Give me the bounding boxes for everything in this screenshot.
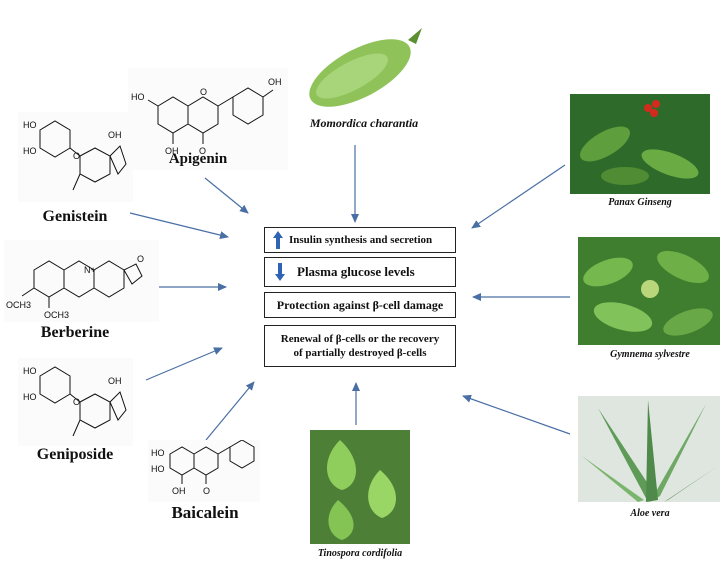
effect-renewal-box: Renewal of β-cells or the recovery of pa… <box>264 325 456 367</box>
panax-photo <box>570 94 710 194</box>
geniposide-oh: OH <box>108 376 122 386</box>
effect-renewal-line1: Renewal of β-cells or the recovery <box>280 333 440 345</box>
effect-protection-text: Protection against β-cell damage <box>276 297 444 312</box>
berberine-label: Berberine <box>40 324 110 341</box>
tinospora-photo <box>310 430 410 544</box>
apigenin-o2: O <box>199 146 206 156</box>
effect-insulin-text: Insulin synthesis and secretion <box>289 234 433 246</box>
effect-protection-box: Protection against β-cell damage <box>264 292 456 318</box>
berberine-structure: N+ O OCH3 OCH3 <box>4 240 159 322</box>
berberine-och3: OCH3 <box>6 300 31 310</box>
genistein-structure: HO HO OH O <box>18 112 133 202</box>
apigenin-ho: HO <box>131 92 145 102</box>
genistein-label: Genistein <box>42 208 108 225</box>
arrow-up-icon <box>273 231 283 249</box>
geniposide-structure: HO HO OH O <box>18 358 133 446</box>
effect-insulin-box: Insulin synthesis and secretion <box>264 227 456 253</box>
effect-glucose-box: Plasma glucose levels <box>264 257 456 287</box>
genistein-oh: OH <box>108 130 122 140</box>
momordica-photo <box>309 28 422 107</box>
baicalein-oh: OH <box>172 486 186 496</box>
genistein-ho2: HO <box>23 146 37 156</box>
baicalein-o: O <box>203 486 210 496</box>
geniposide-o: O <box>73 397 80 407</box>
arrow-genistein <box>129 212 229 239</box>
geniposide-ho: HO <box>23 366 37 376</box>
aloe-photo <box>578 396 720 502</box>
effect-renewal-line2: of partially destroyed β-cells <box>293 347 427 359</box>
baicalein-structure: HO HO OH O <box>148 440 260 502</box>
genistein-ho: HO <box>23 120 37 130</box>
baicalein-label: Baicalein <box>171 503 239 522</box>
apigenin-structure: O O HO OH OH <box>128 68 288 170</box>
momordica-label: Momordica charantia <box>309 116 419 130</box>
effect-glucose-text: Plasma glucose levels <box>297 264 415 279</box>
arrow-panax <box>471 164 566 229</box>
berberine-och3-2: OCH3 <box>44 310 69 320</box>
arrow-geniposide <box>145 347 223 381</box>
genistein-o: O <box>73 151 80 161</box>
arrow-down-icon <box>275 263 285 281</box>
baicalein-ho2: HO <box>151 464 165 474</box>
tinospora-label: Tinospora cordifolia <box>317 548 403 559</box>
geniposide-label: Geniposide <box>36 446 114 463</box>
arrow-aloe <box>462 394 571 435</box>
geniposide-ho2: HO <box>23 392 37 402</box>
apigenin-oh2: OH <box>268 77 282 87</box>
gymnema-label: Gymnema sylvestre <box>610 349 690 360</box>
panax-label: Panax Ginseng <box>608 197 672 208</box>
berberine-o: O <box>137 254 144 264</box>
berberine-n-plus: N+ <box>84 265 96 275</box>
apigenin-label: Apigenin <box>168 151 228 167</box>
apigenin-oh: OH <box>165 146 179 156</box>
arrow-baicalein <box>205 381 255 441</box>
gymnema-photo <box>578 237 720 345</box>
arrow-apigenin <box>204 177 249 214</box>
baicalein-ho: HO <box>151 448 165 458</box>
aloe-label: Aloe vera <box>630 508 670 519</box>
apigenin-o: O <box>200 87 207 97</box>
